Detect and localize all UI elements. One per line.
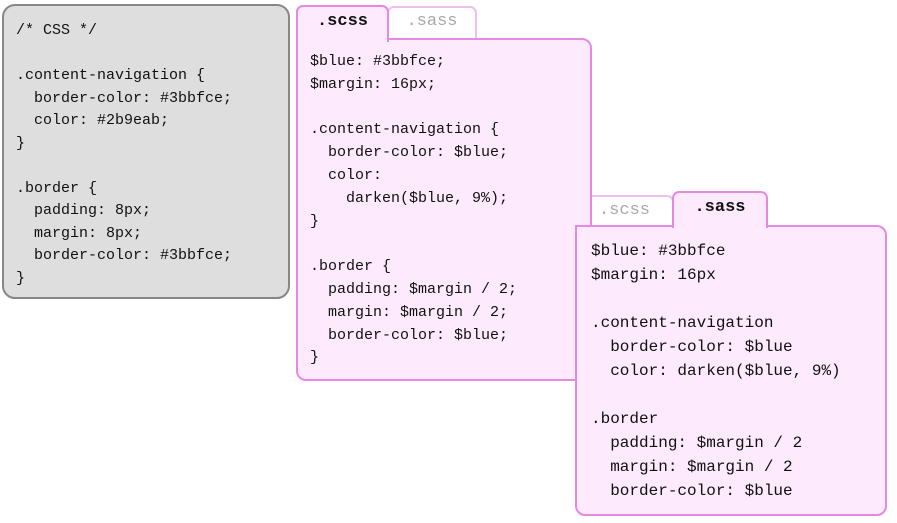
sass-code: $blue: #3bbfce $margin: 16px .content-na… [591, 242, 841, 500]
tab-sass[interactable]: .sass [672, 191, 768, 228]
tab-sass[interactable]: .sass [387, 6, 477, 39]
scss-code-body: $blue: #3bbfce; $margin: 16px; .content-… [296, 38, 592, 381]
css-code-panel: /* CSS */ .content-navigation { border-c… [2, 4, 290, 299]
scss-code: $blue: #3bbfce; $margin: 16px; .content-… [310, 53, 518, 367]
sass-code-panel: .scss .sass $blue: #3bbfce $margin: 16px… [575, 190, 887, 516]
scss-code-panel: .scss .sass $blue: #3bbfce; $margin: 16p… [296, 5, 592, 381]
css-code: /* CSS */ .content-navigation { border-c… [16, 22, 233, 287]
sass-code-body: $blue: #3bbfce $margin: 16px .content-na… [575, 225, 887, 516]
tab-scss[interactable]: .scss [296, 5, 389, 42]
